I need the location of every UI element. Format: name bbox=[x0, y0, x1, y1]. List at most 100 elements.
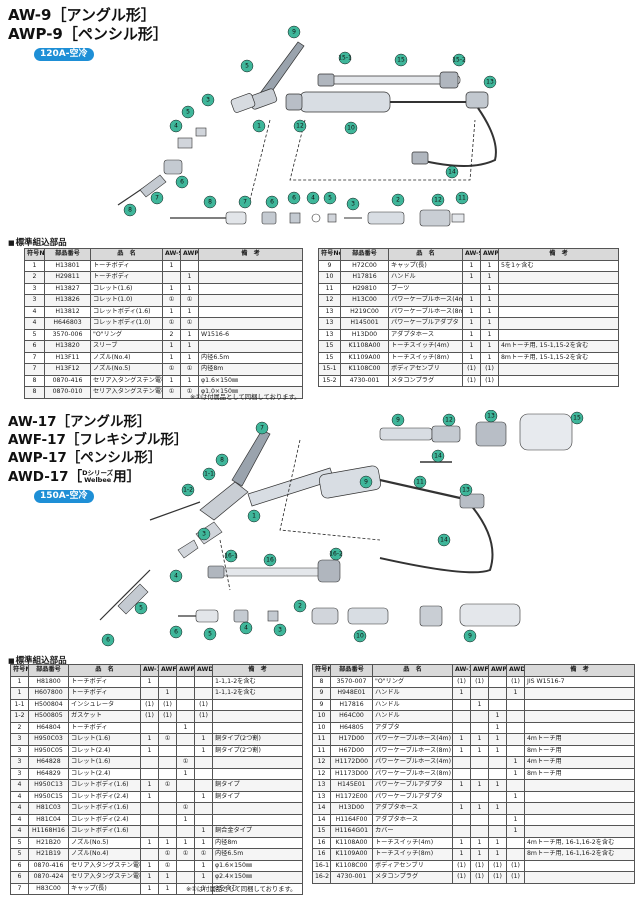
table-cell: H81C04 bbox=[28, 813, 69, 826]
table-cell: ノズル(No.5) bbox=[68, 836, 141, 849]
table-cell bbox=[176, 859, 195, 872]
table-cell: 5 bbox=[10, 836, 29, 849]
table-cell: 14 bbox=[312, 813, 331, 826]
table-cell: H29810 bbox=[340, 282, 389, 295]
table-cell: コレットボディ(1.6) bbox=[68, 825, 141, 838]
table-cell: ノズル(No.4) bbox=[68, 848, 141, 861]
table-cell: 10 bbox=[312, 710, 331, 723]
table-cell bbox=[452, 825, 471, 838]
table-cell bbox=[488, 790, 507, 803]
table-cell: H1172D00 bbox=[330, 756, 373, 769]
column-header: 符号No. bbox=[24, 248, 45, 261]
svg-text:6: 6 bbox=[106, 637, 110, 644]
table-cell bbox=[488, 825, 507, 838]
table-cell bbox=[158, 756, 177, 769]
table-cell: 1 bbox=[10, 675, 29, 688]
table-cell: コレット(1.0) bbox=[90, 294, 163, 307]
table-cell: 4 bbox=[10, 802, 29, 815]
table-cell: ① bbox=[176, 802, 195, 815]
table-cell bbox=[498, 282, 619, 295]
table-cell: 1 bbox=[506, 813, 525, 826]
table-cell: 4 bbox=[10, 779, 29, 792]
table-cell: トーチボディ bbox=[90, 271, 163, 284]
table-cell bbox=[506, 710, 525, 723]
table-cell: (1) bbox=[158, 698, 177, 711]
table-cell: K1108C00 bbox=[340, 363, 389, 376]
table-cell: 4730-001 bbox=[330, 871, 373, 884]
table-cell: H607800 bbox=[28, 687, 69, 700]
table-cell: 2 bbox=[162, 328, 181, 341]
svg-text:9: 9 bbox=[292, 29, 296, 36]
column-header: AW-17 bbox=[452, 664, 471, 677]
table-cell: コレットボディ(2.4) bbox=[68, 813, 141, 826]
table-cell: H21B20 bbox=[28, 836, 69, 849]
svg-text:5: 5 bbox=[139, 605, 143, 612]
table-cell: H64828 bbox=[28, 756, 69, 769]
table-cell: 15-2 bbox=[318, 374, 341, 387]
table-cell bbox=[158, 825, 177, 838]
table-cell: 15 bbox=[312, 825, 331, 838]
table-cell: パワーケーブルホース(8m) bbox=[372, 767, 453, 780]
table-cell bbox=[452, 710, 471, 723]
table-cell: 1 bbox=[488, 802, 507, 815]
table-cell: 1-1 bbox=[10, 698, 29, 711]
svg-text:6: 6 bbox=[292, 195, 296, 202]
table-cell bbox=[176, 698, 195, 711]
table-cell: 内径8m bbox=[198, 363, 303, 376]
table-cell: アダプタホース bbox=[372, 813, 453, 826]
table-cell: カバー bbox=[372, 825, 453, 838]
table-cell: H13820 bbox=[44, 340, 91, 353]
table-cell: H13812 bbox=[44, 305, 91, 318]
table-cell: 1 bbox=[140, 744, 159, 757]
section1-exploded-diagram: 9 5 15-1 15 15-2 13 3 5 4 1 12 10 6 7 8 … bbox=[117, 25, 497, 227]
table-cell: (1) bbox=[140, 698, 159, 711]
table-cell bbox=[198, 271, 303, 284]
table-cell bbox=[524, 710, 635, 723]
table-cell bbox=[140, 802, 159, 815]
table-cell bbox=[498, 317, 619, 330]
table-cell bbox=[452, 698, 471, 711]
table-cell: 1 bbox=[180, 340, 199, 353]
table-cell: (1) bbox=[452, 859, 471, 872]
table-cell bbox=[488, 756, 507, 769]
table-cell: セリア入タングステン電極 bbox=[90, 374, 163, 387]
table-cell: 3 bbox=[10, 733, 29, 746]
svg-text:4: 4 bbox=[244, 625, 248, 632]
table-cell: 4730-001 bbox=[340, 374, 389, 387]
column-header: 部品番号 bbox=[340, 248, 389, 261]
table-cell bbox=[524, 721, 635, 734]
table-cell bbox=[212, 710, 303, 723]
svg-text:16: 16 bbox=[266, 557, 274, 564]
svg-text:5: 5 bbox=[186, 109, 190, 116]
table-cell: 1 bbox=[480, 271, 499, 284]
table-cell: 4mトーチ用 bbox=[524, 733, 635, 746]
table-cell: 1 bbox=[506, 790, 525, 803]
section2-title-line1: AW-17［アングル形］ bbox=[8, 414, 151, 430]
table-cell: トーチボディ bbox=[90, 259, 163, 272]
table-cell bbox=[176, 871, 195, 884]
table-cell: 1 bbox=[194, 744, 213, 757]
table-cell: 1 bbox=[480, 340, 499, 353]
table-cell: (1) bbox=[158, 710, 177, 723]
table-cell: トーチボディ bbox=[68, 687, 141, 700]
table-cell bbox=[158, 767, 177, 780]
svg-text:2: 2 bbox=[396, 197, 400, 204]
table-cell: 3570-007 bbox=[330, 675, 373, 688]
table-cell: 5 bbox=[10, 848, 29, 861]
table-cell: コレット(1.6) bbox=[68, 733, 141, 746]
svg-text:4: 4 bbox=[311, 195, 315, 202]
section1-note: ※①は付属品として同梱しております。 bbox=[190, 394, 301, 401]
column-header: AWF-17 bbox=[158, 664, 177, 677]
table-cell: ① bbox=[162, 294, 181, 307]
svg-text:1-2: 1-2 bbox=[183, 487, 193, 494]
